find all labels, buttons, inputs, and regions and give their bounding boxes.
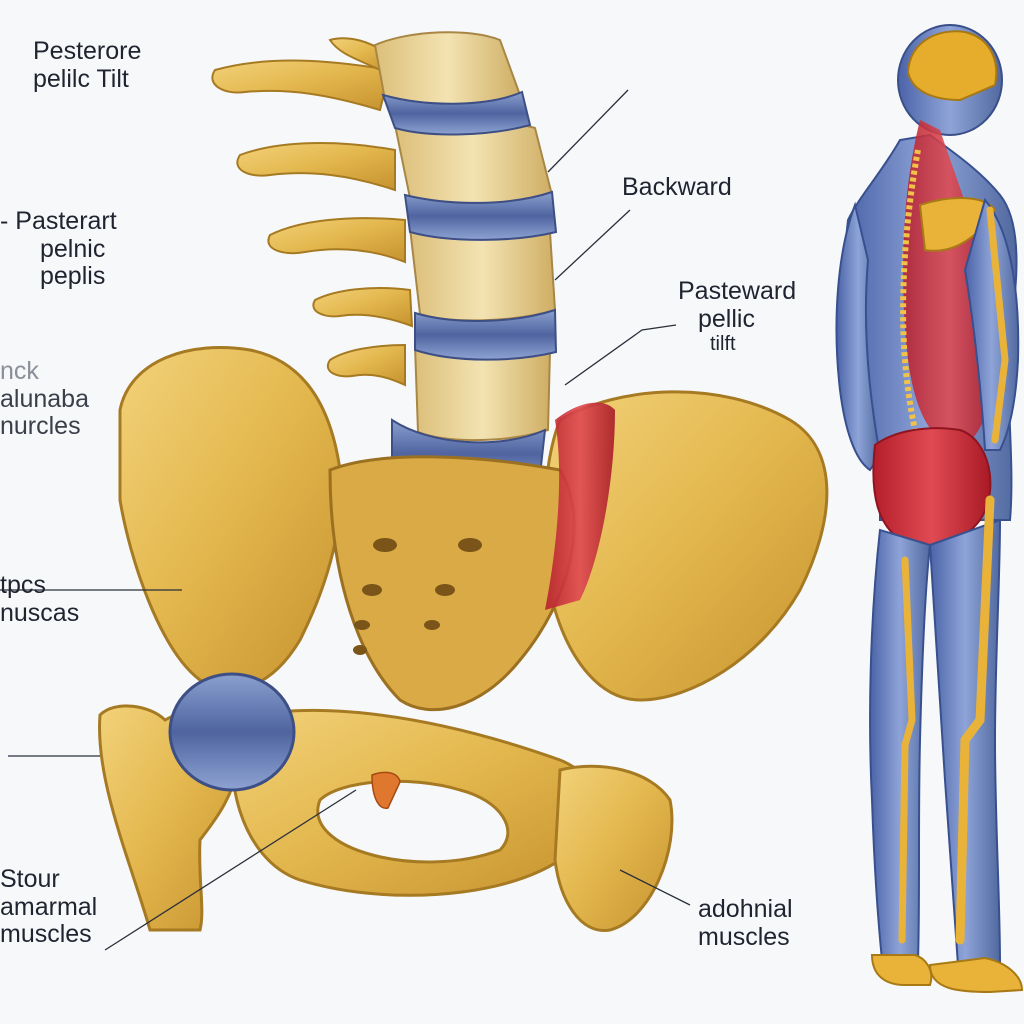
label-line: Pesterore: [33, 37, 142, 65]
label-line: nck: [0, 357, 39, 385]
spinous-processes: [211, 37, 414, 387]
figure-leg-bone-back: [898, 556, 916, 944]
label-back-lumbar-muscles: nck alunaba nurcles: [0, 357, 89, 441]
standing-figure: [835, 24, 1024, 994]
figure-glutes: [872, 427, 992, 548]
label-hip-muscles: tpcs nuscas: [0, 571, 80, 627]
coccyx: [371, 771, 401, 809]
leader-lines: [0, 89, 691, 951]
figure-arm-bone: [986, 206, 1009, 444]
label-line: alunaba: [0, 384, 89, 413]
left-iliac-wing: [118, 346, 343, 692]
femoral-head-cartilage: [168, 672, 296, 792]
label-line: nuscas: [0, 598, 80, 627]
label-posterior-pelvic-tilt-right: Pasteward pellic tilft: [678, 277, 797, 355]
vertebral-bodies: [373, 31, 557, 441]
label-line: amarmal: [0, 892, 98, 921]
label-line: peplis: [40, 262, 106, 290]
hip-joint: [98, 672, 296, 932]
ischial-tuberosity: [553, 764, 674, 932]
intervertebral-discs: [381, 90, 558, 489]
label-backward: Backward: [622, 173, 732, 202]
label-posterior-pelvic-tilt: Pesterore pelilc Tilt: [33, 37, 142, 93]
label-posterior-pelvis: - Pasterart pelnic peplis: [0, 207, 117, 291]
figure-foot-back: [870, 954, 933, 986]
label-line: muscles: [0, 920, 92, 948]
label-line: - Pasterart: [0, 207, 117, 235]
label-line: adohnial: [698, 895, 793, 923]
label-line: Backward: [622, 173, 732, 201]
label-line: tilft: [710, 333, 736, 355]
label-line: nurcles: [0, 412, 81, 440]
label-line: pellic: [698, 304, 755, 333]
label-abdominal-muscles-left: Stour amarmal muscles: [0, 865, 98, 949]
muscle-strip: [545, 402, 615, 610]
label-line: tpcs: [0, 571, 46, 599]
label-line: Pasteward: [678, 277, 797, 305]
label-line: pelnic: [40, 234, 106, 263]
label-abdominal-muscles: adohnial muscles: [698, 895, 793, 951]
lumbar-spine: [211, 31, 558, 489]
label-line: Stour: [0, 865, 60, 893]
figure-scapula: [918, 197, 997, 252]
figure-leg-bone: [955, 495, 995, 945]
label-line: pelilc Tilt: [33, 64, 129, 93]
skull: [906, 30, 998, 102]
sacrum: [328, 455, 576, 712]
pelvis: [118, 346, 829, 932]
figure-spine: [900, 149, 921, 446]
sacral-foramina: [353, 538, 482, 655]
figure-foot-front: [928, 956, 1024, 994]
label-line: muscles: [698, 922, 790, 951]
figure-left-arm: [835, 201, 882, 472]
